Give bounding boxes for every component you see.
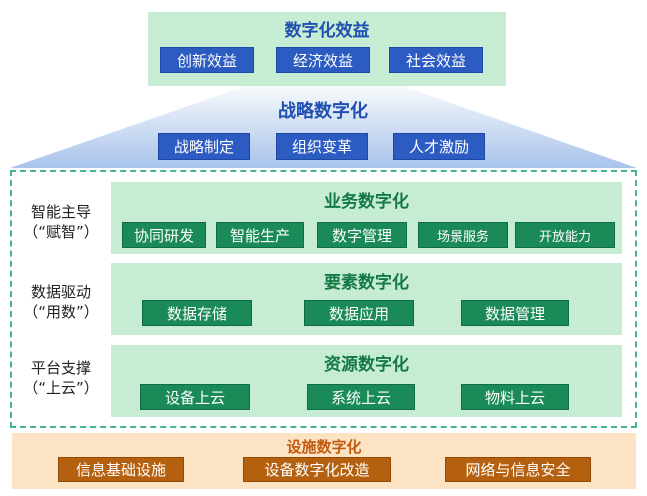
driver-label-platform-line2: （“上云”） xyxy=(23,379,99,397)
digital-benefits-panel: 数字化效益 创新效益 经济效益 社会效益 xyxy=(148,12,506,86)
benefit-social-box: 社会效益 xyxy=(389,47,483,73)
infra-item-information-infrastructure: 信息基础设施 xyxy=(58,457,184,482)
business-digitalization-title: 业务数字化 xyxy=(324,191,409,212)
benefit-innovation-box: 创新效益 xyxy=(160,47,254,73)
strategy-title: 战略数字化 xyxy=(278,101,368,122)
driver-label-data-line2: （“用数”） xyxy=(23,303,99,321)
elements-digitalization-band: 要素数字化 数据存储 数据应用 数据管理 xyxy=(111,263,622,335)
business-item-digital-management: 数字管理 xyxy=(317,222,407,248)
driver-label-intelligence-line2: （“赋智”） xyxy=(23,223,99,241)
infrastructure-panel: 设施数字化 信息基础设施 设备数字化改造 网络与信息安全 xyxy=(12,433,636,489)
infra-item-equipment-digital-upgrade: 设备数字化改造 xyxy=(243,457,391,482)
resource-item-equipment-cloud: 设备上云 xyxy=(140,384,250,410)
business-item-scene-service: 场景服务 xyxy=(418,222,508,248)
infrastructure-title: 设施数字化 xyxy=(286,437,362,456)
business-item-smart-production: 智能生产 xyxy=(216,222,304,248)
resource-item-system-cloud: 系统上云 xyxy=(307,384,415,410)
business-digitalization-band: 业务数字化 协同研发 智能生产 数字管理 场景服务 开放能力 xyxy=(111,182,622,254)
element-item-data-management: 数据管理 xyxy=(461,300,569,326)
element-item-data-application: 数据应用 xyxy=(304,300,414,326)
strategy-formulation-box: 战略制定 xyxy=(158,133,250,160)
elements-digitalization-title: 要素数字化 xyxy=(324,272,409,293)
business-item-open-capability: 开放能力 xyxy=(515,222,615,248)
benefit-economic-box: 经济效益 xyxy=(276,47,370,73)
driver-label-data: 数据驱动 （“用数”） xyxy=(14,282,108,322)
resources-digitalization-band: 资源数字化 设备上云 系统上云 物料上云 xyxy=(111,345,622,417)
resources-digitalization-title: 资源数字化 xyxy=(324,354,409,375)
resource-item-material-cloud: 物料上云 xyxy=(461,384,569,410)
business-item-collab-rd: 协同研发 xyxy=(122,222,206,248)
driver-label-platform-line1: 平台支撑 xyxy=(30,359,91,377)
organization-change-box: 组织变革 xyxy=(276,133,368,160)
driver-label-data-line1: 数据驱动 xyxy=(30,283,91,301)
digitalization-core-region xyxy=(10,170,637,428)
driver-label-intelligence: 智能主导 （“赋智”） xyxy=(14,202,108,242)
infra-item-network-info-security: 网络与信息安全 xyxy=(445,457,591,482)
element-item-data-storage: 数据存储 xyxy=(142,300,252,326)
talent-incentive-box: 人才激励 xyxy=(393,133,485,160)
digital-benefits-title: 数字化效益 xyxy=(284,20,370,41)
driver-label-platform: 平台支撑 （“上云”） xyxy=(14,358,108,398)
driver-label-intelligence-line1: 智能主导 xyxy=(30,203,91,221)
